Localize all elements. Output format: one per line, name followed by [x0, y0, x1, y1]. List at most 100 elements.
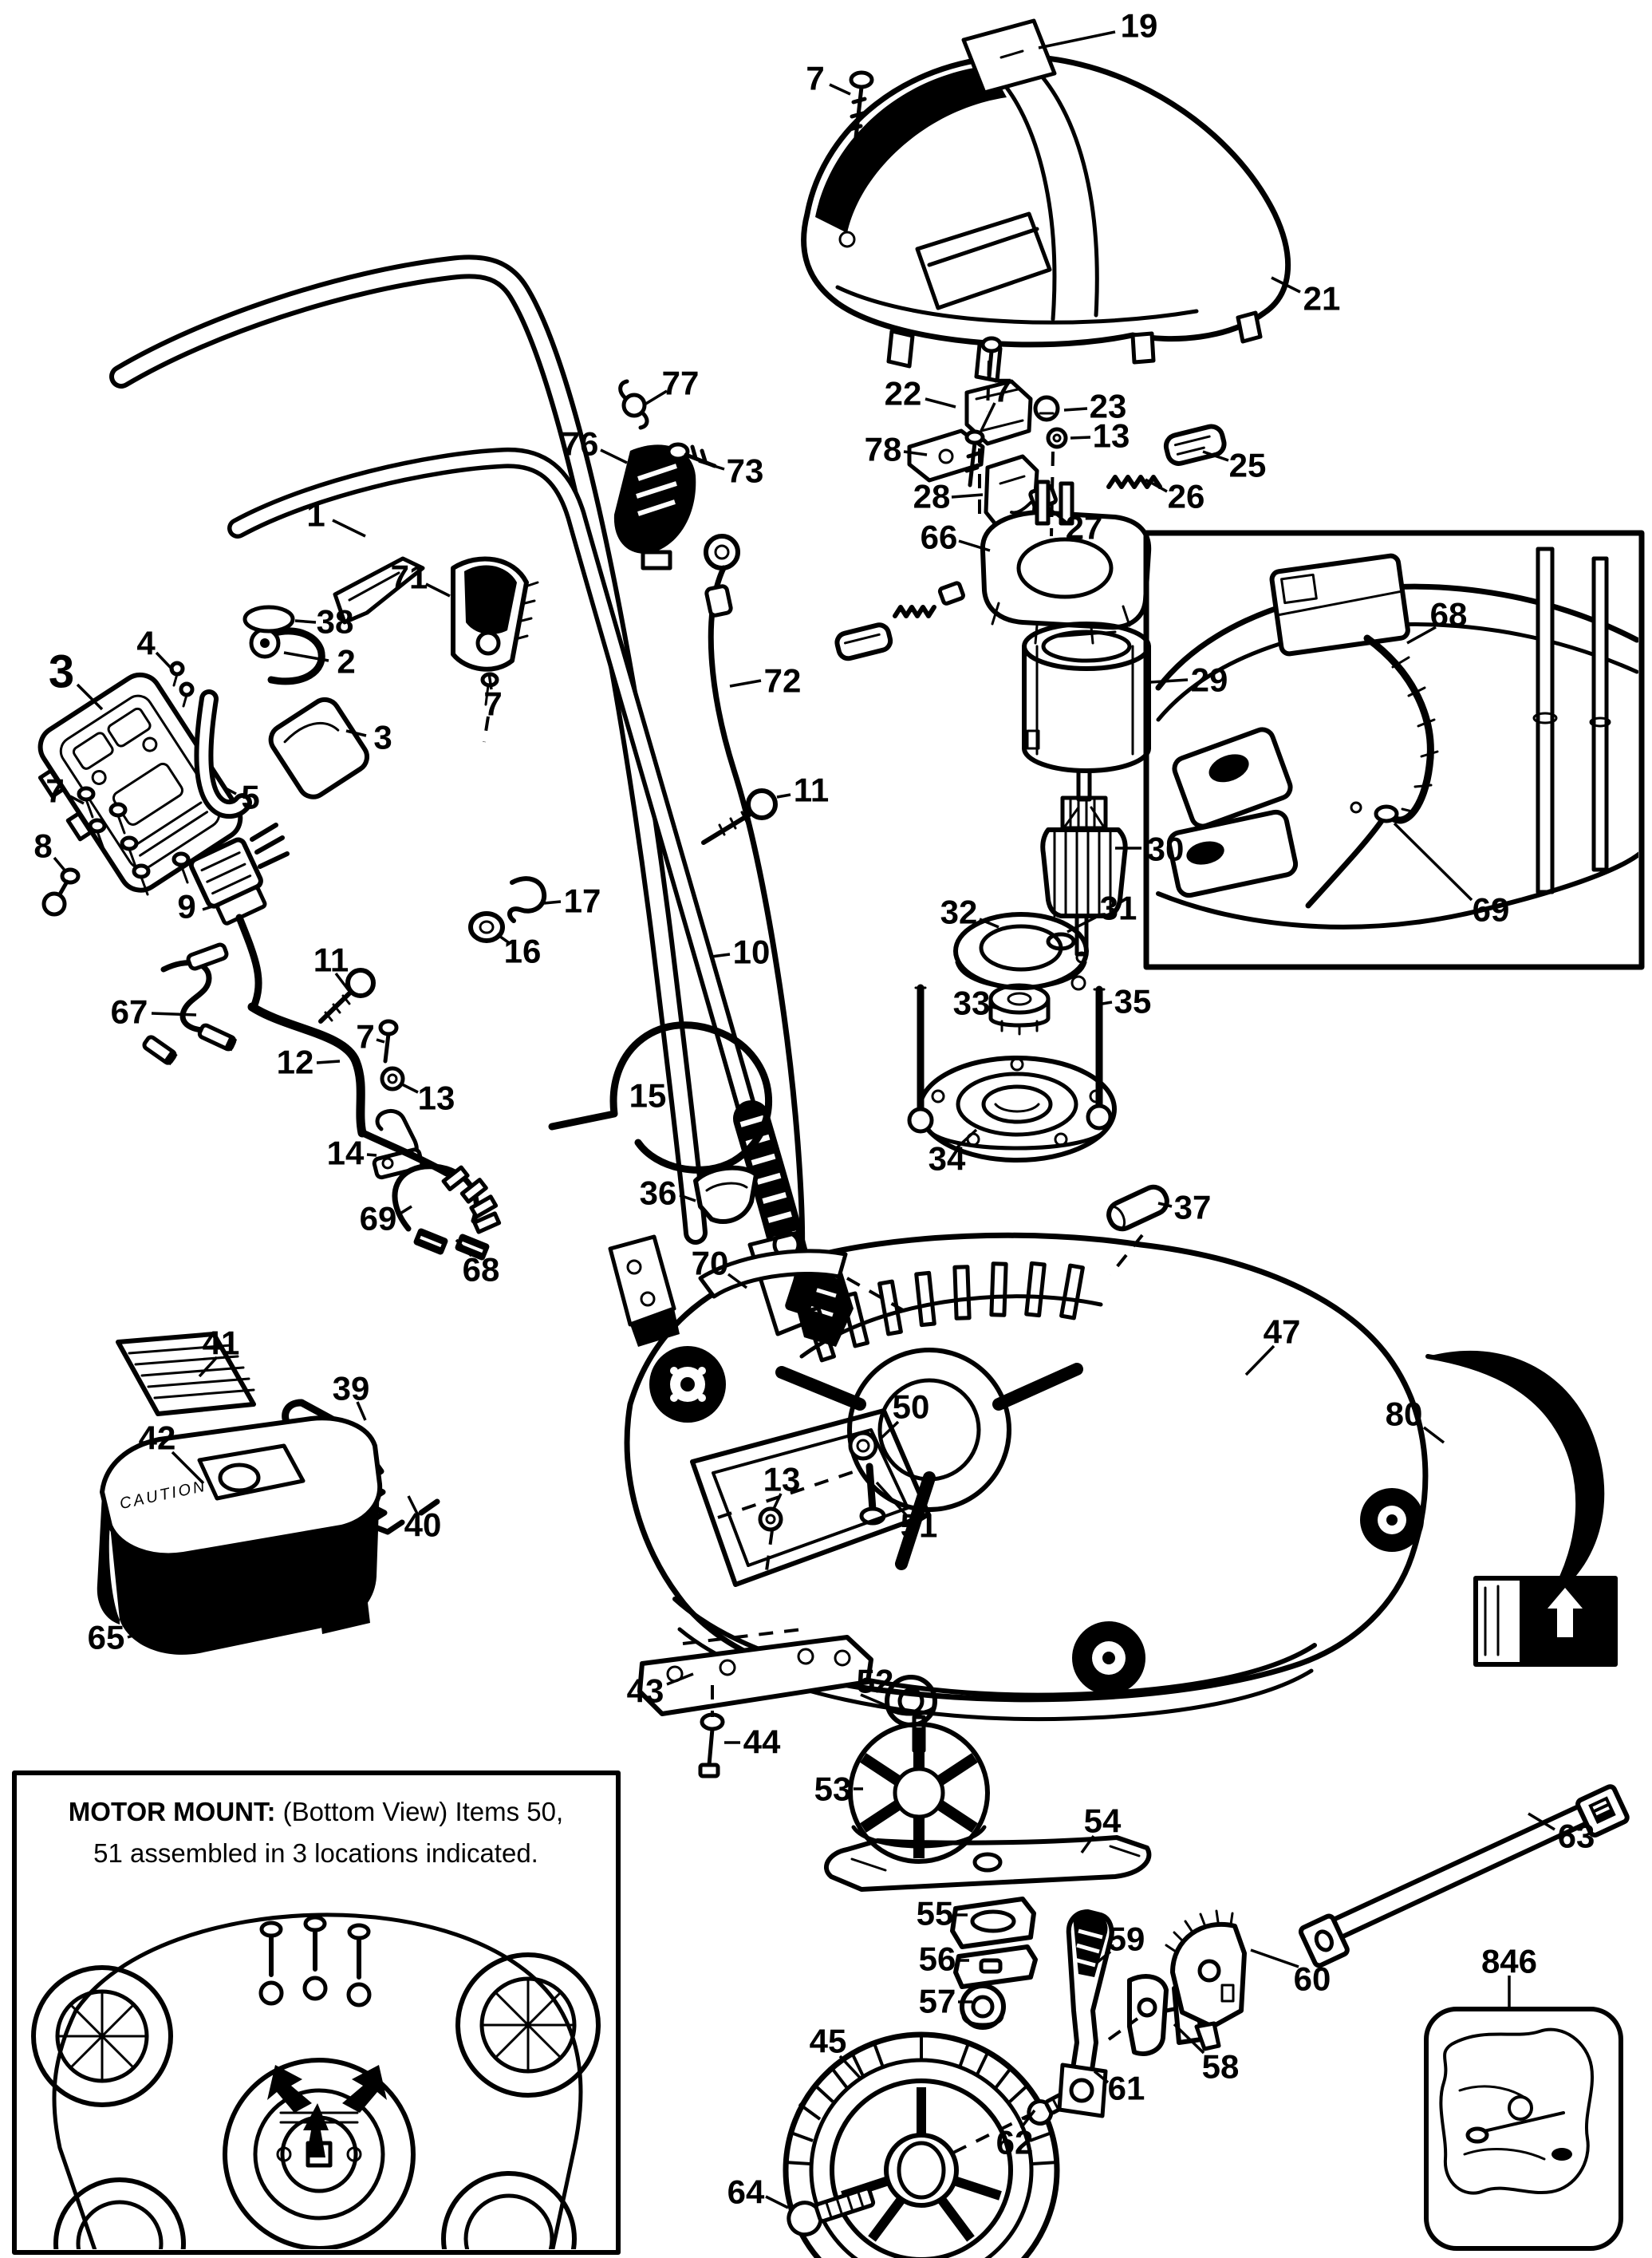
spacer-52 [885, 1675, 937, 1727]
leader-line-62 [1019, 2109, 1036, 2130]
leader-line-1 [332, 519, 366, 538]
callout-47: 47 [1264, 1313, 1301, 1351]
callout-54: 54 [1084, 1802, 1122, 1840]
dash-line [483, 716, 490, 743]
leader-line-31 [1067, 914, 1099, 934]
callout-9: 9 [177, 888, 195, 926]
leader-line-40 [407, 1495, 420, 1516]
bail-lever [249, 627, 325, 685]
dash-line [682, 1628, 803, 1645]
clip-17 [507, 876, 547, 923]
leader-line-67 [151, 1012, 197, 1016]
callout-13: 13 [1093, 417, 1130, 455]
callout-38: 38 [317, 603, 354, 641]
callout-57: 57 [919, 1983, 956, 2020]
dash-line [952, 2114, 1028, 2154]
dash-line [846, 1277, 904, 1312]
blade-nut-57 [960, 1984, 1006, 2030]
leader-line-39 [356, 1401, 367, 1421]
leader-line-7 [980, 402, 996, 432]
leader-line-61 [1093, 2070, 1110, 2084]
leader-line-50 [879, 1420, 900, 1440]
callout-77: 77 [662, 365, 700, 402]
leader-line-35 [1102, 1001, 1113, 1005]
leader-line-13 [1070, 436, 1091, 440]
assembly-dash-lines [483, 147, 1144, 2154]
callout-34: 34 [929, 1140, 966, 1178]
leader-line-13 [771, 1493, 783, 1511]
spacer-33 [988, 983, 1051, 1036]
callout-51: 51 [901, 1507, 938, 1545]
callout-15: 15 [629, 1077, 667, 1115]
leader-line-32 [979, 918, 999, 929]
leader-line-29 [1149, 678, 1189, 684]
leader-line-42 [171, 1451, 205, 1485]
callout-7: 7 [356, 1018, 374, 1056]
leader-line-41 [198, 1356, 219, 1378]
callout-41: 41 [203, 1324, 240, 1362]
housing-screws-7 [77, 786, 191, 896]
callout-42: 42 [139, 1419, 176, 1457]
leader-line-4 [155, 651, 175, 672]
wing-nut-77 [618, 379, 649, 430]
leader-line-19 [1038, 30, 1116, 49]
dash-line [1109, 1234, 1144, 1277]
inset-caption-line2: 51 assembled in 3 locations indicated. [93, 1838, 538, 1868]
connectors-68 [413, 1228, 490, 1261]
upper-handle-tube [109, 255, 708, 1245]
callout-3: 3 [373, 719, 392, 756]
callout-10: 10 [733, 934, 771, 971]
leader-line-3 [345, 729, 367, 737]
harness-12 [247, 968, 405, 1138]
knob-76 [613, 444, 696, 570]
callout-76: 76 [562, 425, 599, 463]
leader-line-11 [776, 793, 791, 799]
mower-deck [624, 1165, 1429, 1778]
leader-line-33 [992, 1005, 1006, 1012]
leader-line-77 [644, 389, 668, 406]
callout-2: 2 [337, 643, 355, 681]
callout-71: 71 [391, 559, 428, 596]
motor-field-29 [1022, 622, 1151, 773]
brace-43 [637, 1635, 873, 1716]
callout-27: 27 [1066, 509, 1103, 547]
deck-wheel-mounts [649, 1346, 1424, 1695]
hinge-pin-37 [1106, 1184, 1169, 1232]
dash-line [1050, 451, 1055, 537]
callout-8: 8 [34, 827, 52, 865]
callout-62: 62 [996, 2124, 1034, 2161]
callout-72: 72 [764, 662, 802, 700]
impeller-fan-53 [848, 1715, 990, 1864]
dash-line [1107, 2017, 1139, 2041]
clamp-plate-56 [953, 1944, 1038, 1989]
leader-line-37 [1157, 1202, 1173, 1208]
leader-line-16 [495, 933, 512, 945]
brake-lever-59 [1057, 1909, 1114, 2118]
callout-11: 11 [794, 772, 829, 809]
leader-line-69 [398, 1205, 412, 1216]
callout-64: 64 [727, 2173, 765, 2211]
wire-tie-15 [548, 1021, 772, 1174]
callout-7: 7 [483, 685, 502, 723]
leader-line-47 [1244, 1344, 1275, 1376]
leader-line-22 [925, 397, 956, 409]
callout-73: 73 [727, 452, 764, 490]
small-screws-4 [169, 661, 195, 708]
axle-bolt-64 [787, 2186, 876, 2237]
callout-55: 55 [917, 1895, 954, 1932]
leader-line-7 [487, 673, 493, 690]
callout-29: 29 [1191, 661, 1228, 699]
callout-28: 28 [913, 478, 951, 515]
handle-grip-5 [194, 689, 252, 819]
leader-line-51 [875, 1481, 909, 1518]
blade-clamp-55 [950, 1897, 1036, 1949]
leader-line-17 [543, 900, 562, 905]
callout-33: 33 [953, 985, 991, 1022]
callout-69: 69 [360, 1200, 397, 1238]
callout-26: 26 [1168, 478, 1205, 515]
leader-line-59 [1095, 1950, 1112, 1964]
leader-line-78 [903, 450, 928, 456]
hardware-bag [1424, 2007, 1623, 2251]
